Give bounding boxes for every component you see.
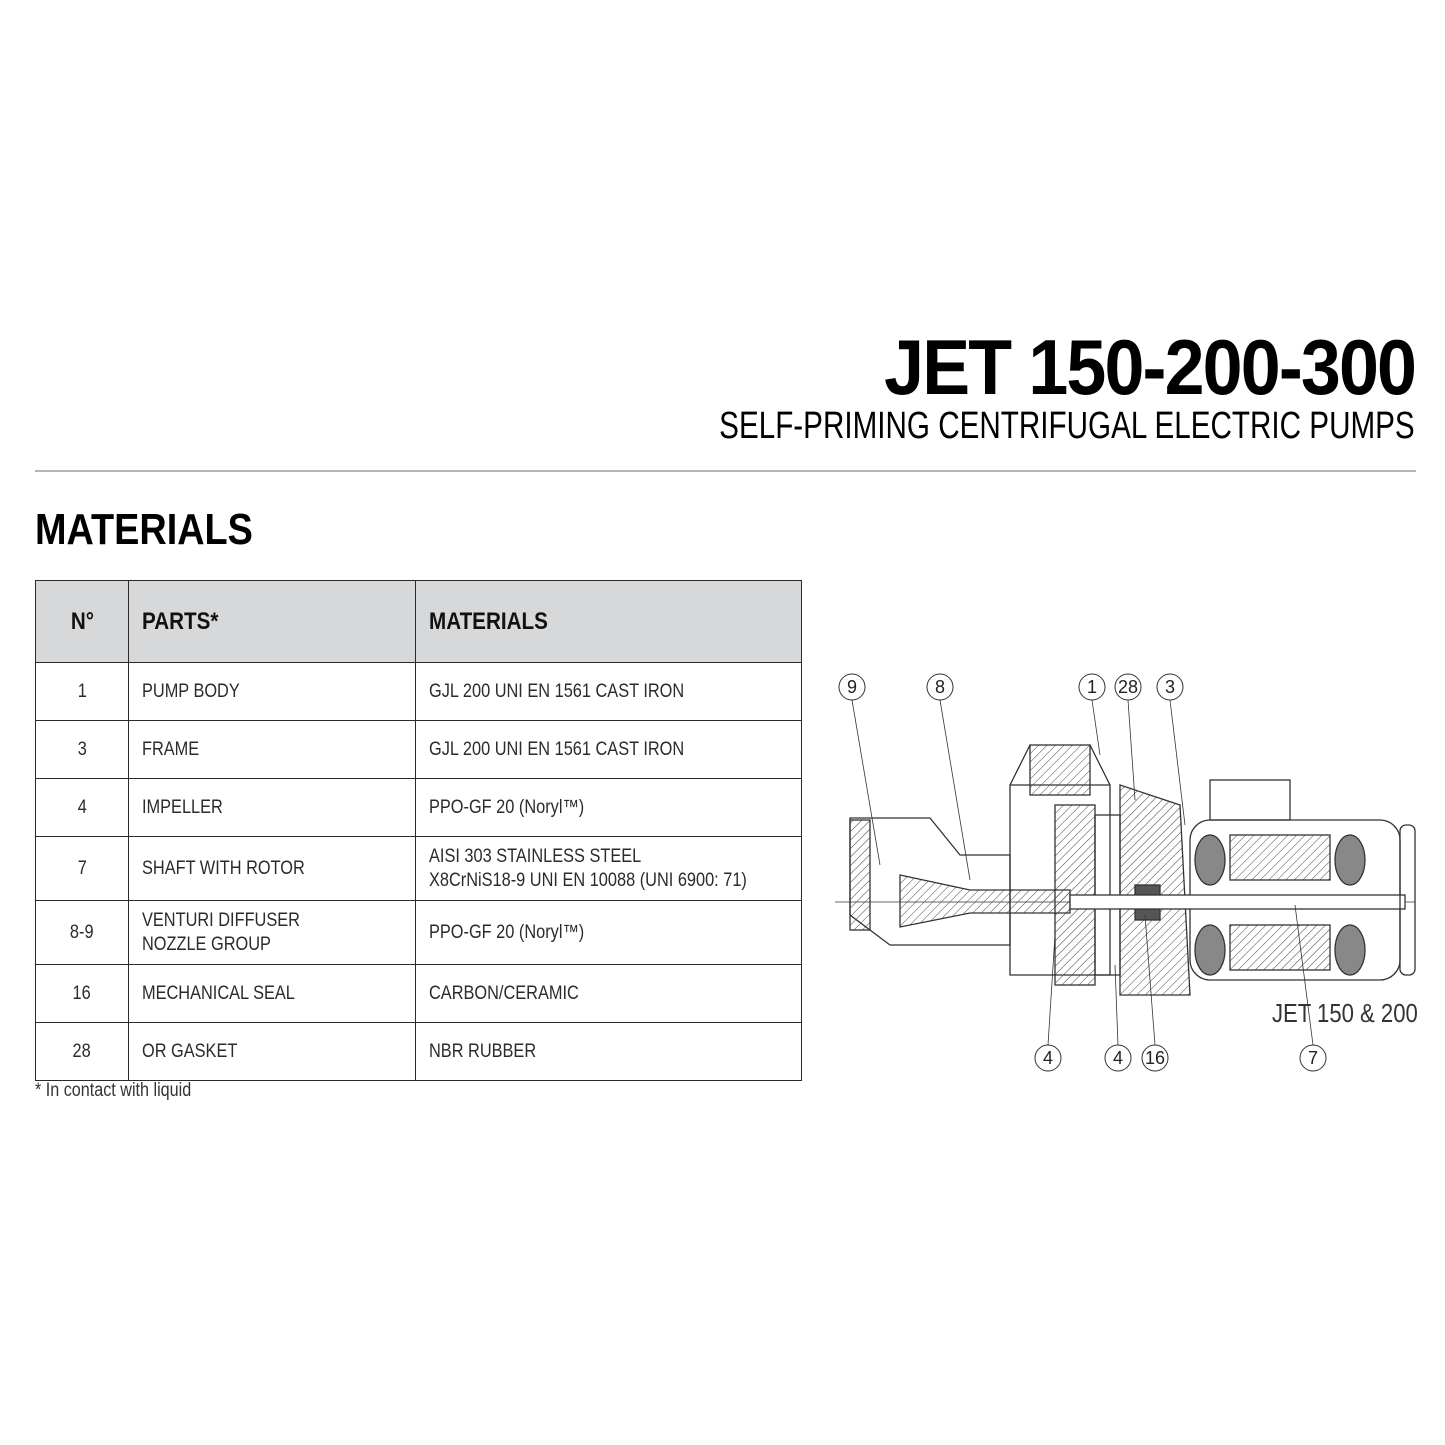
cell-part: SHAFT WITH ROTOR	[128, 836, 416, 901]
callout-16: 16	[1141, 1044, 1169, 1072]
header-parts: PARTS*	[128, 580, 416, 663]
cell-material: PPO-GF 20 (Noryl™)	[415, 900, 802, 965]
callout-9: 9	[838, 673, 866, 701]
cell-material: GJL 200 UNI EN 1561 CAST IRON	[415, 720, 802, 779]
svg-text:3: 3	[1165, 677, 1175, 697]
svg-text:4: 4	[1043, 1048, 1053, 1068]
cell-part: MECHANICAL SEAL	[128, 964, 416, 1023]
callout-1: 1	[1078, 673, 1106, 701]
cell-number: 28	[35, 1022, 129, 1081]
svg-text:8: 8	[935, 677, 945, 697]
svg-text:16: 16	[1145, 1048, 1165, 1068]
table-footnote: * In contact with liquid	[35, 1080, 192, 1101]
cell-number: 16	[35, 964, 129, 1023]
table-row: 16 MECHANICAL SEAL CARBON/CERAMIC	[35, 964, 802, 1023]
callout-28: 28	[1114, 673, 1142, 701]
diagram-caption: JET 150 & 200	[1272, 998, 1418, 1028]
pump-cross-section-diagram: 9 8 1 28 3 4 4 16 7	[835, 673, 1416, 1072]
header-materials: MATERIALS	[415, 580, 802, 663]
cell-material: PPO-GF 20 (Noryl™)	[415, 778, 802, 837]
materials-table: N° PARTS* MATERIALS 1 PUMP BODY GJL 200 …	[35, 580, 802, 1081]
svg-text:9: 9	[847, 677, 857, 697]
table-header-row: N° PARTS* MATERIALS	[35, 580, 802, 663]
svg-text:4: 4	[1113, 1048, 1123, 1068]
cell-material: NBR RUBBER	[415, 1022, 802, 1081]
table-row: 28 OR GASKET NBR RUBBER	[35, 1022, 802, 1081]
cell-number: 7	[35, 836, 129, 901]
callout-8: 8	[926, 673, 954, 701]
header-number: N°	[35, 580, 129, 663]
page-subtitle: SELF-PRIMING CENTRIFUGAL ELECTRIC PUMPS	[719, 405, 1415, 447]
callout-7: 7	[1299, 1044, 1327, 1072]
cell-part: IMPELLER	[128, 778, 416, 837]
cell-material: GJL 200 UNI EN 1561 CAST IRON	[415, 662, 802, 721]
cell-part: PUMP BODY	[128, 662, 416, 721]
header-divider	[35, 470, 1416, 472]
table-row: 4 IMPELLER PPO-GF 20 (Noryl™)	[35, 778, 802, 837]
svg-text:7: 7	[1308, 1048, 1318, 1068]
svg-text:1: 1	[1087, 677, 1097, 697]
callout-4b: 4	[1104, 1044, 1132, 1072]
callout-3: 3	[1156, 673, 1184, 701]
table-row: 1 PUMP BODY GJL 200 UNI EN 1561 CAST IRO…	[35, 662, 802, 721]
cell-number: 1	[35, 662, 129, 721]
callout-4a: 4	[1034, 1044, 1062, 1072]
svg-text:28: 28	[1118, 677, 1138, 697]
cell-number: 3	[35, 720, 129, 779]
cell-part: OR GASKET	[128, 1022, 416, 1081]
cell-number: 8-9	[35, 900, 129, 965]
page-title: JET 150-200-300	[884, 323, 1417, 411]
cell-part: FRAME	[128, 720, 416, 779]
cell-material: CARBON/CERAMIC	[415, 964, 802, 1023]
section-title: MATERIALS	[35, 505, 253, 554]
table-row: 3 FRAME GJL 200 UNI EN 1561 CAST IRON	[35, 720, 802, 779]
cell-number: 4	[35, 778, 129, 837]
table-row: 7 SHAFT WITH ROTOR AISI 303 STAINLESS ST…	[35, 836, 802, 901]
